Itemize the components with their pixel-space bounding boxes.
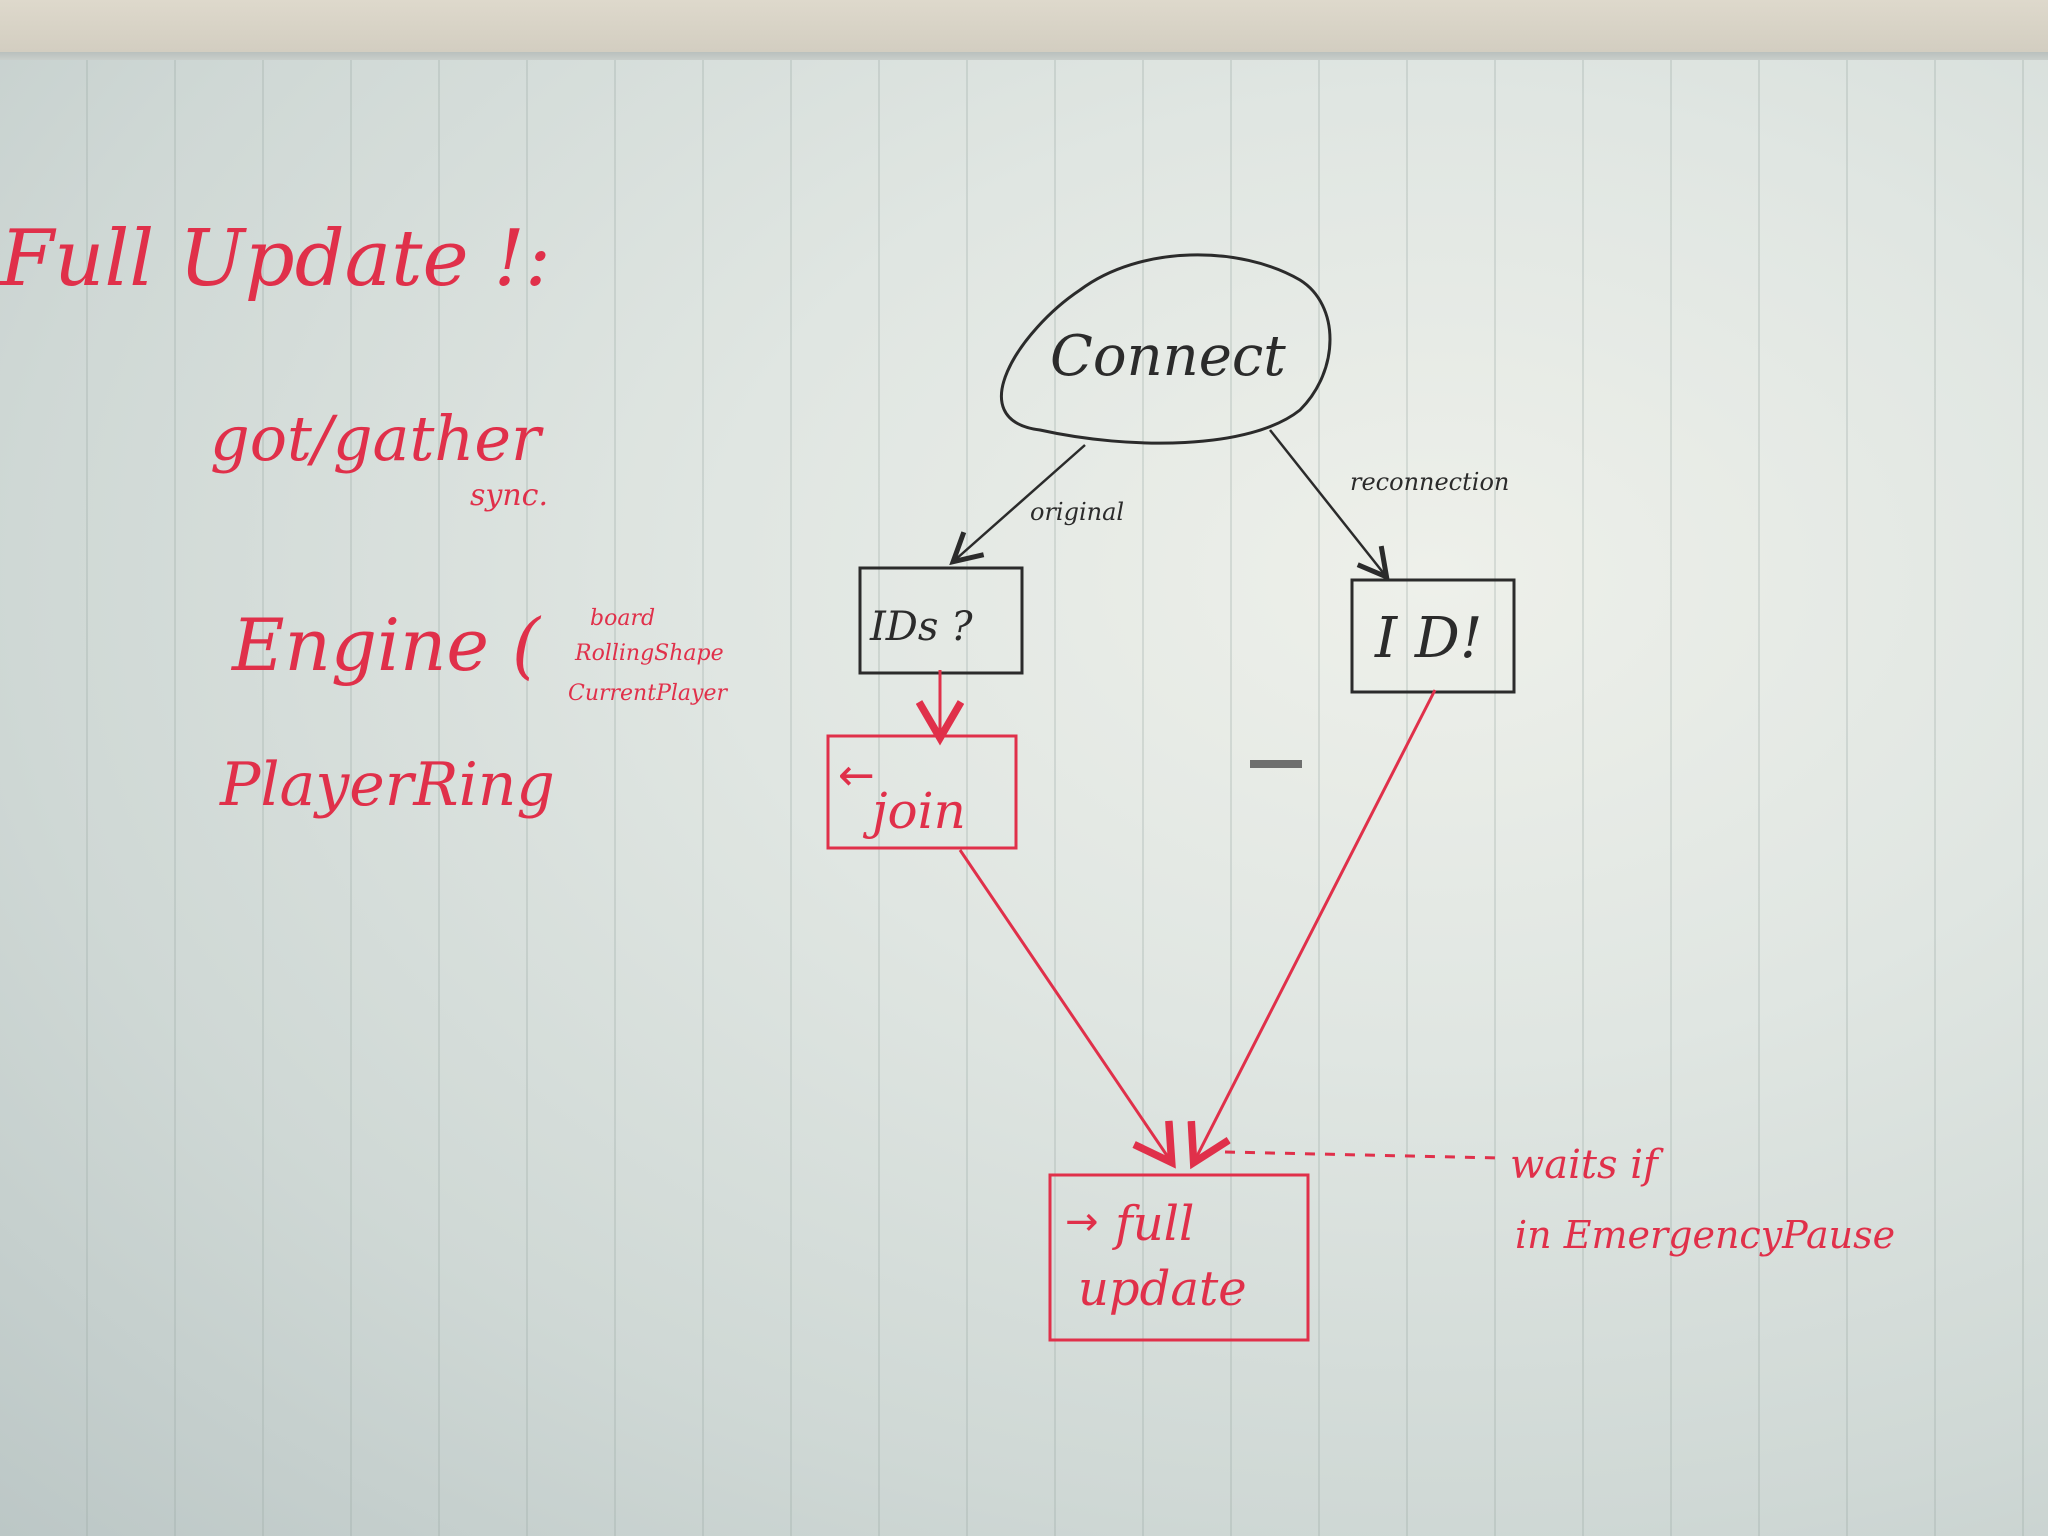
id-node: I D! <box>1350 578 1516 694</box>
ids-label: IDs ? <box>869 604 973 650</box>
join-label: join <box>862 782 966 840</box>
notes-gather: got/gather <box>210 402 544 475</box>
connect-label: Connect <box>1050 324 1286 389</box>
fullupdate-node: → full update <box>1048 1173 1310 1342</box>
wait-note-line1: waits if <box>1510 1142 1664 1188</box>
wait-note-connector <box>1224 1150 1501 1160</box>
engine-item-rollingshape: RollingShape <box>574 641 724 666</box>
notes-playerring: PlayerRing <box>219 750 555 820</box>
join-node: ← join <box>826 734 1018 850</box>
edge-reconnection-label: reconnection <box>1350 468 1509 496</box>
edge-original-label: original <box>1030 498 1124 526</box>
fullupdate-label-line2: update <box>1078 1261 1247 1317</box>
edge-reconnection <box>1269 429 1385 575</box>
edge-join-fullupdate <box>958 849 1170 1160</box>
connect-node: Connect <box>999 253 1332 445</box>
edge-original <box>955 444 1086 560</box>
ids-node: IDs ? <box>858 566 1024 675</box>
edge-id-fullupdate <box>1195 689 1437 1160</box>
notes-sync: sync. <box>470 478 548 513</box>
join-arrow: ← <box>838 750 875 801</box>
fullupdate-arrow: → <box>1065 1199 1099 1245</box>
wait-note-line2: in EmergencyPause <box>1515 1213 1895 1257</box>
engine-item-board: board <box>590 606 655 631</box>
stray-mark <box>1250 760 1302 768</box>
engine-item-currentplayer: CurrentPlayer <box>568 681 728 706</box>
whiteboard <box>0 60 2048 1536</box>
fullupdate-label-line1: full <box>1112 1196 1194 1252</box>
id-label: I D! <box>1374 606 1482 671</box>
notes-title: Full Update !: <box>0 214 551 304</box>
notes-engine: Engine ( <box>230 603 542 687</box>
